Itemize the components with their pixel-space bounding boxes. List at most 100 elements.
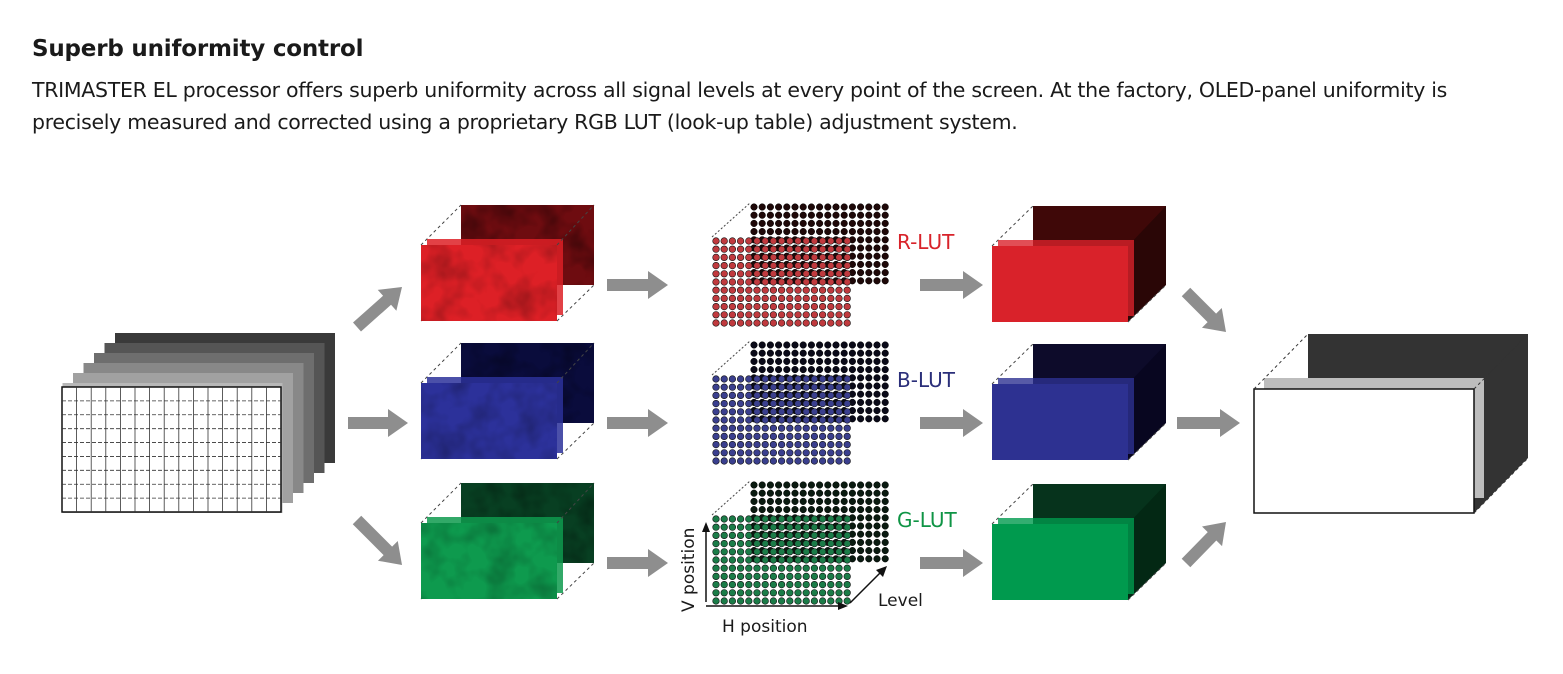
lut-front-dot	[777, 375, 786, 383]
lut-back-dot	[816, 357, 824, 365]
lut-front-dot	[843, 375, 851, 383]
lut-front-dot	[761, 278, 769, 286]
lut-front-dot	[736, 319, 745, 327]
lut-front-dot	[712, 564, 720, 572]
lut-front-dot	[843, 400, 851, 408]
lut-front-dot	[761, 294, 769, 303]
lut-front-dot	[720, 441, 728, 449]
lut-back-dot	[873, 538, 881, 546]
lut-front-dot	[818, 245, 827, 253]
lut-back-dot	[840, 366, 848, 374]
lut-back-dot	[775, 219, 783, 227]
lut-front-dot	[843, 245, 851, 253]
lut-front-dot	[810, 400, 819, 408]
lut-front-dot	[769, 245, 778, 253]
lut-front-dot	[786, 441, 794, 449]
lut-front-dot	[786, 391, 794, 400]
lut-back-dot	[775, 366, 783, 374]
lut-back-dot	[766, 228, 774, 236]
lut-front-dot	[736, 449, 745, 457]
lut-front-dot	[843, 311, 851, 319]
lut-back-dot	[873, 252, 881, 260]
lut-front-dot	[818, 383, 827, 391]
lut-back-dot	[873, 374, 881, 382]
lut-front-dot	[818, 531, 827, 540]
lut-back-dot	[766, 349, 774, 357]
lut-front-dot	[753, 237, 761, 245]
lut-front-dot	[827, 408, 835, 416]
lut-back-dot	[881, 538, 889, 546]
lut-front-dot	[712, 556, 720, 564]
lut-back-dot	[865, 555, 873, 563]
lut-back-dot	[873, 260, 881, 268]
lut-front-dot	[786, 253, 794, 261]
lut-back-dot	[848, 481, 856, 489]
lut-front-dot	[712, 262, 720, 270]
lut-front-dot	[736, 589, 745, 597]
lut-back-dot	[758, 219, 766, 227]
lut-back-dot	[881, 269, 889, 277]
lut-back-dot	[873, 277, 881, 285]
lut-front-dot	[712, 589, 720, 597]
lut-front-dot	[835, 564, 843, 572]
flow-arrow	[1181, 287, 1226, 332]
lut-back-dot	[848, 366, 856, 374]
lut-front-dot	[769, 237, 778, 245]
lut-front-dot	[745, 383, 753, 391]
lut-front-dot	[753, 383, 761, 391]
lut-front-dot	[843, 262, 851, 270]
lut-front-dot	[818, 580, 827, 589]
lut-front-dot	[728, 531, 737, 540]
lut-front-dot	[728, 253, 737, 261]
flow-arrows	[348, 271, 1240, 577]
lut-front-dot	[835, 278, 843, 286]
lut-front-dot	[736, 375, 745, 383]
lut-front-dot	[720, 294, 728, 303]
lut-back-dot	[865, 547, 873, 555]
lut-front-dot	[777, 237, 786, 245]
lut-front-dot	[827, 441, 835, 449]
lut-back-dot	[873, 269, 881, 277]
lut-back-dot	[799, 489, 807, 497]
lut-front-dot	[843, 253, 851, 261]
lut-back-dot	[873, 415, 881, 423]
lut-front-dot	[736, 572, 745, 581]
corrected-front-panel	[992, 524, 1128, 600]
lut-back-dot	[775, 349, 783, 357]
lut-front-dot	[818, 237, 827, 245]
lut-front-dot	[843, 449, 851, 457]
lut-back-dot	[857, 530, 865, 538]
lut-front-dot	[745, 441, 753, 449]
lut-front-dot	[786, 311, 794, 319]
lut-front-dot	[753, 262, 761, 270]
lut-back-dot	[857, 349, 865, 357]
lut-front-dot	[761, 262, 769, 270]
lut-back-dot	[791, 497, 799, 505]
lut-front-dot	[712, 572, 720, 581]
lut-back-dot	[840, 349, 848, 357]
lut-front-dot	[835, 572, 843, 581]
lut-back-dot	[873, 481, 881, 489]
lut-front-dot	[769, 294, 778, 303]
lut-front-dot	[720, 564, 728, 572]
lut-back-dot	[873, 349, 881, 357]
lut-front-dot	[827, 457, 835, 465]
lut-back-dot	[824, 489, 832, 497]
flow-arrow-shape	[1181, 521, 1226, 568]
lut-back-dot	[865, 530, 873, 538]
lut-front-dot	[827, 580, 835, 589]
lut-back-dot	[758, 481, 766, 489]
lut-back-dot	[873, 390, 881, 398]
lut-front-dot	[728, 589, 737, 597]
lut-back-dot	[799, 357, 807, 365]
lut-back-dot	[750, 489, 758, 497]
lut-front-dot	[794, 237, 802, 245]
lut-front-dot	[753, 572, 761, 581]
lut-front-dot	[720, 449, 728, 457]
lut-back-dot	[750, 211, 758, 219]
lut-front-dot	[835, 303, 843, 311]
lut-back-dot	[791, 203, 799, 211]
lut-front-dot	[827, 311, 835, 319]
lut-back-dot	[865, 219, 873, 227]
lut-front-dot	[818, 548, 827, 556]
